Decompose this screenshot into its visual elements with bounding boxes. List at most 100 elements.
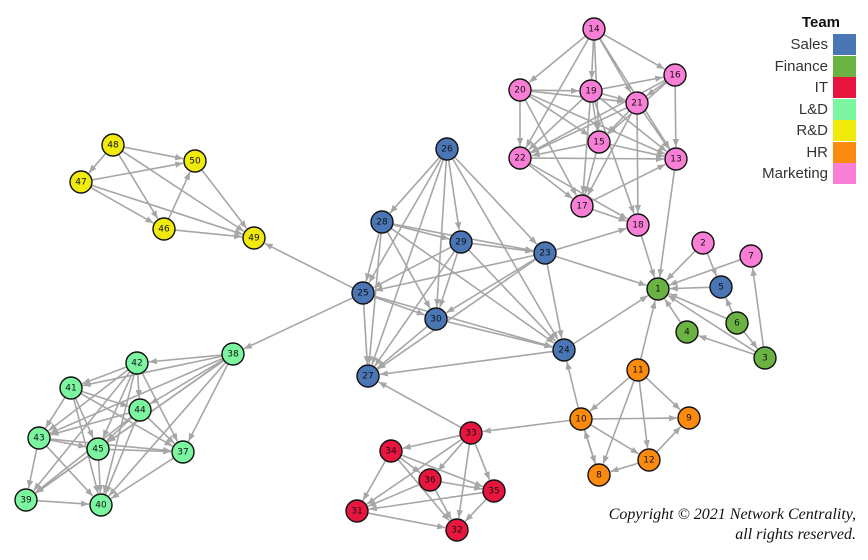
legend-label: L&D	[798, 100, 828, 118]
node-35: 35	[482, 479, 506, 503]
edge-20-21	[530, 90, 626, 104]
edge-layer	[26, 33, 765, 530]
edge-48-50	[123, 146, 184, 161]
copyright-line: Copyright © 2021 Network Centrality,	[608, 506, 856, 523]
node-17: 17	[570, 194, 594, 218]
node-circle	[579, 79, 603, 103]
edge-36-32	[434, 489, 453, 520]
edge-34-31	[362, 460, 387, 501]
legend-swatch	[833, 141, 856, 163]
node-circle	[445, 518, 469, 542]
node-15: 15	[587, 130, 611, 154]
node-4: 4	[675, 320, 699, 344]
edge-19-21	[601, 93, 626, 102]
edge-10-9	[591, 414, 678, 422]
edge-25-38	[243, 296, 354, 350]
edge-39-40	[36, 499, 90, 507]
node-8: 8	[587, 463, 611, 487]
edge-38-44	[149, 358, 224, 405]
node-24: 24	[552, 338, 576, 362]
edge-38-40	[108, 361, 227, 497]
edge-15-17	[584, 152, 597, 195]
node-41: 41	[59, 376, 83, 400]
node-layer: 1234567891011121314151617181920212223242…	[14, 17, 777, 542]
edge-26-29	[447, 159, 462, 231]
edge-20-17	[524, 99, 578, 196]
edge-16-22	[530, 79, 666, 154]
edge-18-1	[640, 235, 656, 278]
node-label: 33	[465, 429, 476, 439]
node-circle	[171, 440, 195, 464]
node-label: 32	[451, 526, 462, 536]
node-label: 36	[424, 476, 436, 486]
edge-44-39	[34, 416, 132, 494]
node-circle	[459, 421, 483, 445]
node-circle	[569, 407, 593, 431]
node-label: 49	[248, 234, 260, 244]
legend-item: R&D	[740, 120, 856, 142]
node-circle	[345, 499, 369, 523]
node-label: 47	[75, 178, 86, 188]
edge-47-50	[91, 161, 184, 181]
legend-item: Marketing	[740, 163, 856, 185]
team-legend: Team Sales Finance IT L&D R&D HR Marketi…	[740, 14, 856, 185]
node-circle	[449, 230, 473, 254]
node-circle	[379, 439, 403, 463]
edge-19-13	[599, 97, 668, 153]
legend-label: HR	[806, 143, 828, 161]
node-label: 30	[430, 315, 442, 325]
edge-28-29	[392, 223, 450, 241]
node-circle	[753, 346, 777, 370]
edge-41-44	[81, 390, 129, 408]
node-label: 14	[588, 25, 600, 35]
legend-item: HR	[740, 141, 856, 164]
node-circle	[370, 210, 394, 234]
node-label: 31	[351, 507, 362, 517]
node-49: 49	[242, 226, 266, 250]
node-19: 19	[579, 79, 603, 103]
node-label: 11	[632, 366, 643, 376]
node-circle	[89, 493, 113, 517]
node-45: 45	[86, 437, 110, 461]
edge-29-24	[468, 249, 557, 342]
edge-45-39	[35, 454, 90, 494]
edge-23-27	[377, 258, 537, 370]
node-circle	[183, 149, 207, 173]
edge-10-24	[565, 361, 580, 409]
edge-11-9	[645, 376, 681, 411]
node-48: 48	[101, 133, 125, 157]
edge-48-47	[88, 152, 107, 174]
node-32: 32	[445, 518, 469, 542]
legend-title: Team	[801, 14, 840, 31]
edge-19-16	[601, 75, 664, 90]
node-47: 47	[69, 170, 93, 194]
edge-33-34	[402, 434, 461, 450]
edge-22-18	[529, 162, 628, 220]
edge-5-1	[669, 285, 711, 292]
node-21: 21	[625, 91, 649, 115]
node-circle	[677, 406, 701, 430]
node-circle	[152, 217, 176, 241]
edge-42-41	[81, 366, 127, 385]
edge-38-41	[82, 355, 223, 388]
node-34: 34	[379, 439, 403, 463]
node-37: 37	[171, 440, 195, 464]
edge-23-25	[374, 254, 535, 292]
edge-6-1	[668, 293, 728, 320]
edge-20-19	[530, 87, 580, 94]
node-23: 23	[533, 241, 557, 265]
node-label: 28	[376, 218, 388, 228]
legend-label: Finance	[774, 57, 828, 75]
node-circle	[626, 213, 650, 237]
node-label: 15	[593, 138, 604, 148]
edge-36-35	[440, 481, 483, 491]
edge-28-27	[366, 232, 382, 365]
edge-23-18	[555, 227, 627, 251]
edge-25-27	[362, 303, 370, 365]
edge-38-42	[148, 354, 223, 365]
node-label: 7	[748, 252, 754, 262]
node-circle	[739, 244, 763, 268]
node-9: 9	[677, 406, 701, 430]
edge-28-24	[390, 227, 555, 344]
node-14: 14	[582, 17, 606, 41]
